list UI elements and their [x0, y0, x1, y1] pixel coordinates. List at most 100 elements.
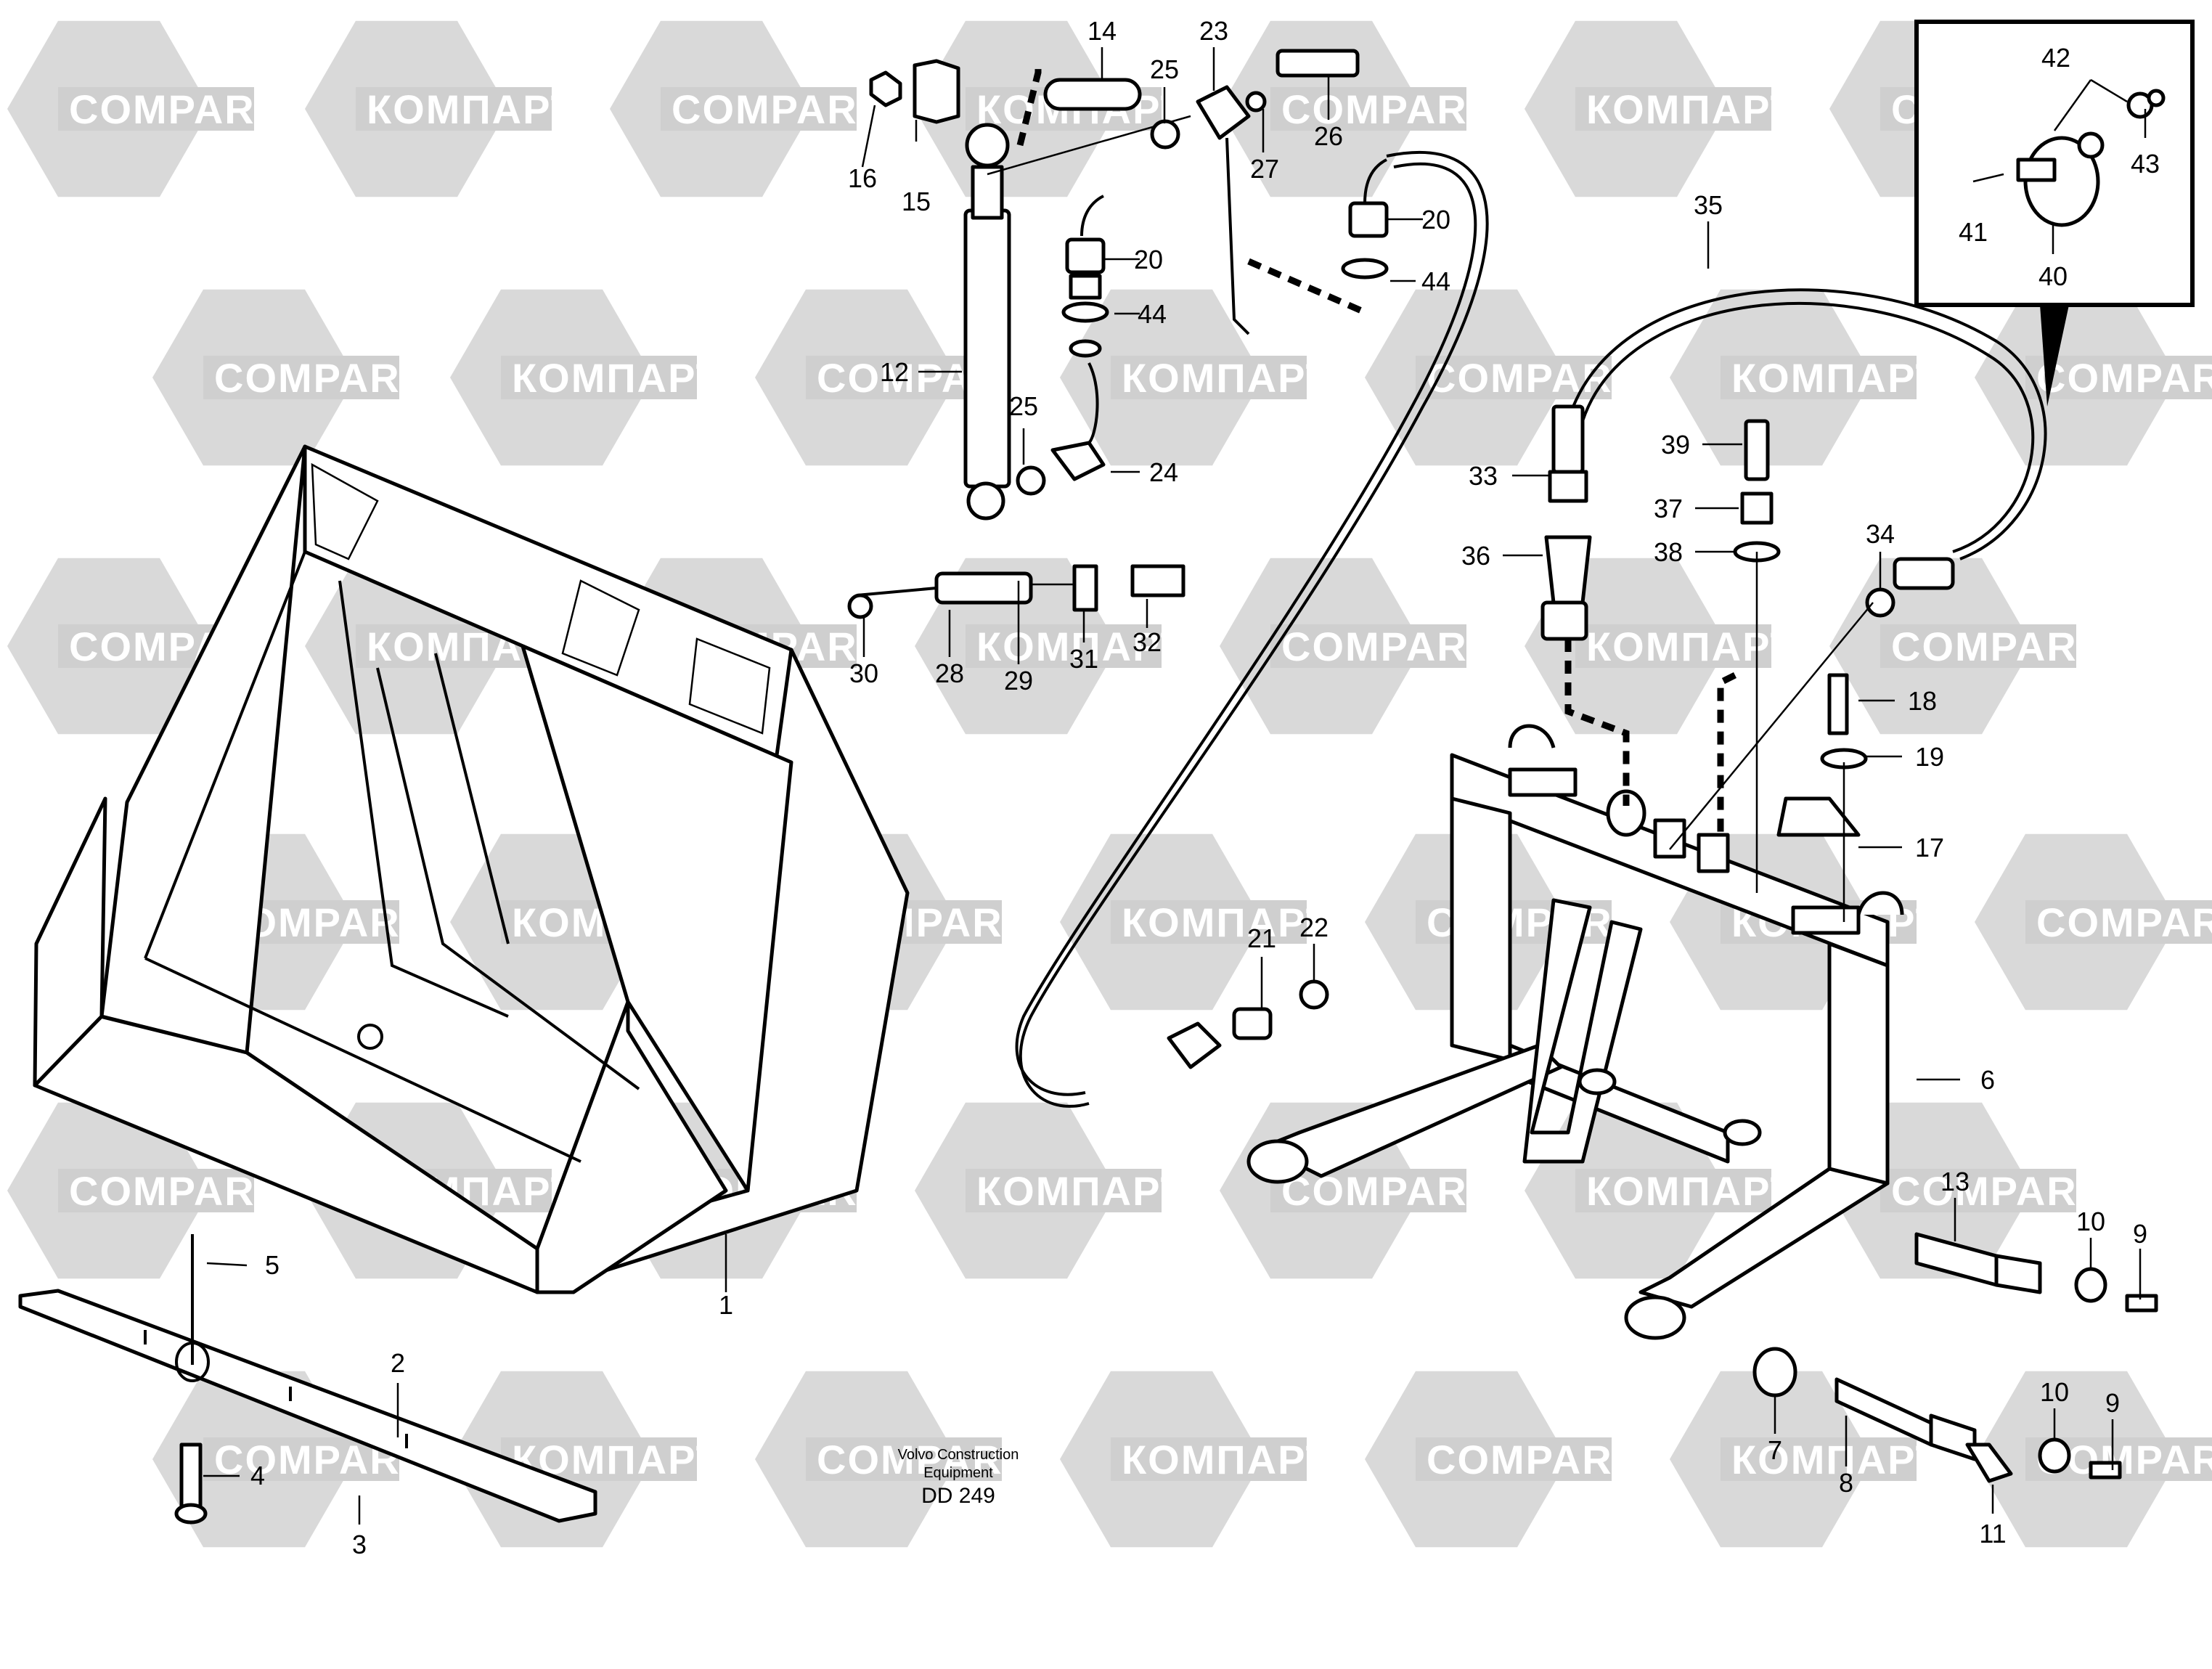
watermark-band — [1270, 1169, 1466, 1212]
callout-4: 4 — [250, 1461, 265, 1490]
callout-14: 14 — [1087, 16, 1117, 46]
callout-18: 18 — [1908, 686, 1937, 716]
callout-25-upper: 25 — [1150, 54, 1179, 84]
watermark-band — [1270, 624, 1466, 668]
watermark-band — [1270, 87, 1466, 131]
callout-22: 22 — [1299, 913, 1329, 942]
watermark-band — [58, 1169, 254, 1212]
watermark-text: COMPART — [69, 1168, 282, 1214]
watermark-text: COMPART — [2036, 355, 2212, 401]
callout-44-left: 44 — [1138, 299, 1167, 329]
watermark-text: КОМПАРТ — [1731, 355, 1942, 401]
watermark-text: COMPART — [1281, 86, 1494, 132]
watermark-text: COMPART — [817, 1437, 1029, 1482]
callout-30: 30 — [849, 658, 878, 688]
callout-layer: 1 2 3 4 5 6 7 8 9 9 10 10 11 12 13 14 15 — [203, 16, 2160, 1559]
watermark-band — [1111, 356, 1307, 399]
callout-13: 13 — [1940, 1167, 1970, 1196]
watermark-band — [1575, 1169, 1771, 1212]
watermark-text: КОМПАРТ — [1586, 1168, 1797, 1214]
pins-drawing — [1752, 1232, 2158, 1483]
watermark-text: КОМПАРТ — [1731, 1437, 1942, 1482]
watermark-text: КОМПАРТ — [1586, 86, 1797, 132]
callout-40: 40 — [2038, 261, 2068, 291]
callout-35: 35 — [1694, 190, 1723, 220]
watermark-text: КОМПАРТ — [1122, 899, 1332, 945]
diagram-code: DD 249 — [921, 1484, 995, 1508]
watermark-band — [661, 87, 857, 131]
callout-19: 19 — [1915, 742, 1944, 772]
cutting-edge-drawing — [18, 1234, 597, 1525]
callout-11: 11 — [1979, 1519, 2006, 1548]
upper-hose-drawing — [1540, 288, 2047, 922]
watermark-band — [501, 356, 697, 399]
watermark-text: КОМПАРТ — [367, 86, 577, 132]
callout-6: 6 — [1980, 1065, 1995, 1095]
watermark-text: COMPART — [2036, 899, 2212, 945]
watermark-text: COMPART — [214, 355, 427, 401]
watermark-text: КОМПАРТ — [976, 1168, 1187, 1214]
callout-12: 12 — [880, 357, 909, 387]
callout-1: 1 — [719, 1290, 733, 1320]
watermark-band — [1416, 1437, 1612, 1481]
watermark-band — [58, 87, 254, 131]
callout-31: 31 — [1069, 644, 1098, 674]
maker-line-2: Equipment — [923, 1465, 993, 1481]
callout-36: 36 — [1461, 541, 1490, 571]
watermark-text: COMPART — [69, 86, 282, 132]
callout-27: 27 — [1250, 154, 1279, 184]
watermark-band — [1721, 1437, 1917, 1481]
watermark-text: КОМПАРТ — [1586, 624, 1797, 669]
watermark-layer: COMPART КОМПАРТ COMPART КОМПАРТ COMPART КОМПА… — [7, 20, 2212, 1548]
watermark-band — [1111, 900, 1307, 944]
callout-20-left: 20 — [1134, 245, 1163, 274]
watermark-band — [203, 356, 399, 399]
callout-29: 29 — [1004, 666, 1033, 695]
watermark-band — [1575, 87, 1771, 131]
watermark-band — [966, 624, 1162, 668]
callout-10-upper: 10 — [2076, 1207, 2105, 1236]
quick-coupler-drawing — [1246, 724, 1904, 1340]
callout-28: 28 — [935, 658, 964, 688]
clamp-drawing — [847, 564, 1185, 619]
watermark-text: COMPART — [1891, 1168, 2104, 1214]
callout-21: 21 — [1247, 923, 1276, 953]
callout-16: 16 — [848, 163, 877, 193]
watermark-text: КОМПАРТ — [1122, 355, 1332, 401]
watermark-text: COMPART — [672, 86, 884, 132]
bucket-drawing — [33, 444, 910, 1294]
callout-8: 8 — [1839, 1468, 1853, 1498]
callout-24: 24 — [1149, 457, 1178, 487]
callout-38: 38 — [1654, 537, 1683, 567]
callout-3: 3 — [352, 1530, 367, 1559]
callout-7: 7 — [1768, 1435, 1782, 1465]
watermark-text: COMPART — [1427, 1437, 1639, 1482]
callout-9-upper: 9 — [2133, 1219, 2147, 1249]
callout-42: 42 — [2041, 43, 2070, 73]
watermark-text: КОМПАРТ — [512, 355, 722, 401]
callout-43: 43 — [2131, 149, 2160, 179]
callout-10-lower: 10 — [2040, 1377, 2069, 1407]
watermark-band — [356, 87, 552, 131]
cylinder-drawing — [869, 59, 1191, 521]
callout-26: 26 — [1314, 121, 1343, 151]
watermark-band — [806, 1437, 1002, 1481]
callout-25-lower: 25 — [1009, 391, 1038, 421]
watermark-text: КОМПАРТ — [976, 624, 1187, 669]
watermark-band — [966, 1169, 1162, 1212]
callout-39: 39 — [1661, 430, 1690, 460]
callout-41: 41 — [1959, 217, 1988, 247]
callout-44-right: 44 — [1421, 266, 1450, 296]
watermark-band — [1880, 1169, 2076, 1212]
watermark-band — [1111, 1437, 1307, 1481]
callout-34: 34 — [1866, 519, 1895, 549]
detail-inset — [1914, 20, 2195, 407]
fittings-drawing — [1016, 49, 1389, 496]
callout-23: 23 — [1199, 16, 1228, 46]
watermark-band — [1880, 624, 2076, 668]
hose-loop-drawing — [1015, 151, 1489, 1108]
callout-17: 17 — [1915, 833, 1944, 862]
watermark-text: КОМПАРТ — [1122, 1437, 1332, 1482]
maker-line-1: Volvo Construction — [898, 1447, 1019, 1463]
